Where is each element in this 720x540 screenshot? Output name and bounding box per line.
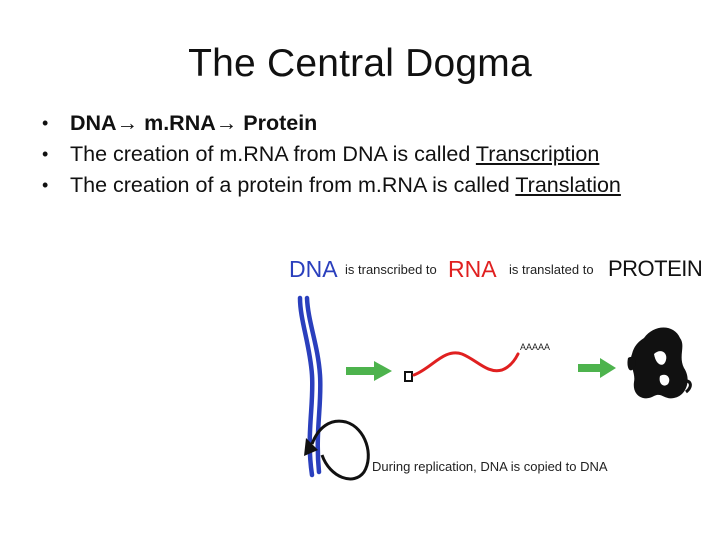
flow-mrna: m.RNA (144, 111, 216, 135)
bullet-text: The creation of m.RNA from DNA is called (70, 142, 476, 166)
term-translation: Translation (515, 173, 621, 197)
flow-dna: DNA (70, 111, 117, 135)
slide-title: The Central Dogma (188, 42, 532, 85)
flow-arrow-1: → (116, 111, 139, 135)
figure-label-dna: DNA (289, 256, 338, 282)
central-dogma-figure: DNA is transcribed to RNA is translated … (282, 250, 703, 500)
bullet-marker: • (42, 113, 49, 133)
bullet-item-transcription: • The creation of m.RNA from DNA is call… (40, 139, 700, 170)
figure-art (297, 295, 692, 481)
replication-loop-icon (304, 419, 370, 481)
bullet-marker: • (42, 144, 49, 164)
rna-cap (404, 371, 413, 382)
transcription-arrow (346, 361, 392, 381)
replication-caption: During replication, DNA is copied to DNA (372, 459, 608, 474)
bullet-item-translation: • The creation of a protein from m.RNA i… (40, 170, 700, 201)
bullet-list: • DNA→ m.RNA→ Protein • The creation of … (40, 108, 700, 201)
protein-blob-icon (627, 327, 692, 399)
bullet-marker: • (42, 175, 49, 195)
rna-strand (412, 351, 520, 377)
flow-protein: Protein (243, 111, 318, 135)
translation-arrow (578, 358, 616, 378)
figure-label-rna: RNA (448, 256, 497, 282)
poly-a-tail-label: AAAAA (520, 342, 551, 352)
figure-text-transcribed: is transcribed to (345, 262, 437, 277)
dna-strand-right (304, 295, 323, 475)
figure-text-translated: is translated to (509, 262, 594, 277)
term-transcription: Transcription (475, 142, 600, 166)
bullet-text: The creation of a protein from m.RNA is … (70, 173, 516, 197)
flow-arrow-2: → (215, 111, 238, 135)
bullet-item-flow: • DNA→ m.RNA→ Protein (40, 108, 700, 139)
figure-label-protein: PROTEIN (608, 256, 703, 281)
